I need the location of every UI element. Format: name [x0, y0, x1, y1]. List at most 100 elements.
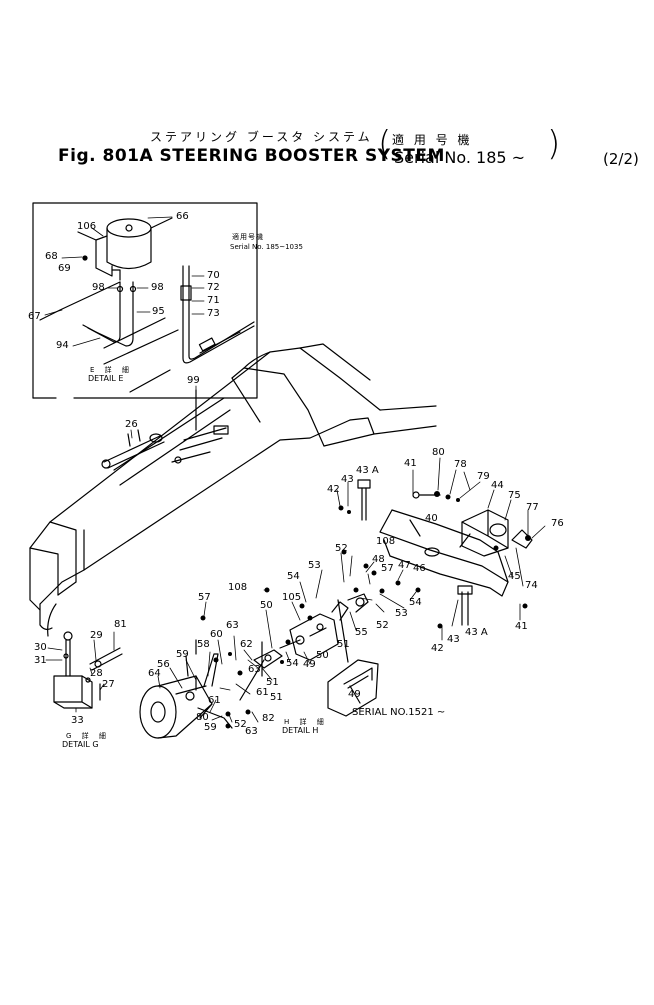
figure-title: Fig. 801A STEERING BOOSTER SYSTEM [58, 146, 445, 166]
part-number: 49 [348, 689, 361, 700]
part-number: 99 [187, 375, 200, 386]
part-number: 48 [372, 554, 385, 565]
detail-g-bracket [53, 631, 123, 709]
part-number: 52 [335, 543, 348, 554]
part-number: 49 [303, 659, 316, 670]
applicable-serial: Serial No. 185 ~ [394, 148, 526, 167]
part-number: 54 [286, 658, 299, 669]
part-number: 79 [477, 471, 490, 482]
part-number: 42 [327, 484, 340, 495]
part-number: 80 [196, 712, 209, 723]
part-number: 63 [245, 726, 258, 737]
part-number: 43 A [465, 627, 488, 638]
part-number: 31 [34, 655, 47, 666]
part-number: 81 [114, 619, 127, 630]
right-bracket: ) [547, 124, 561, 164]
detail-h-serial-box [327, 659, 379, 717]
serial-note-detail-h: SERIAL NO.1521 ~ [352, 707, 446, 718]
leaders-main [45, 385, 546, 723]
part-number: 60 [210, 629, 223, 640]
part-number: 27 [102, 679, 115, 690]
hose-lines [39, 265, 255, 393]
linkage-assembly [239, 593, 369, 701]
part-number: 43 [341, 474, 354, 485]
leaders-detail-e [44, 216, 205, 347]
part-number: 54 [287, 571, 300, 582]
part-number: 51 [270, 692, 283, 703]
part-number: 43 A [356, 465, 379, 476]
detail-g-label: DETAIL G [62, 740, 99, 749]
part-number: 95 [152, 306, 165, 317]
part-number: 51 [337, 639, 350, 650]
left-bracket: ( [378, 124, 392, 164]
part-number: 108 [228, 582, 248, 593]
part-number: 68 [45, 251, 58, 262]
detail-e-label: DETAIL E [88, 374, 124, 383]
part-number: 75 [508, 490, 521, 501]
part-number: 105 [282, 592, 302, 603]
part-number: 40 [425, 513, 438, 524]
part-number: 51 [266, 677, 279, 688]
part-number: 94 [56, 340, 69, 351]
detail-e-note-japanese: 適用号機 [232, 233, 264, 241]
part-number: 62 [240, 639, 253, 650]
part-number: 69 [58, 263, 71, 274]
part-number: 59 [204, 722, 217, 733]
part-number: 61 [256, 687, 269, 698]
part-number: 41 [515, 621, 528, 632]
part-number: 43 [447, 634, 460, 645]
part-number: 78 [454, 459, 467, 470]
part-number: 53 [395, 608, 408, 619]
title-japanese: ステアリング ブースタ システム [150, 130, 373, 144]
part-number: 29 [90, 630, 103, 641]
part-number: 56 [157, 659, 170, 670]
detail-e-note-serial: Serial No. 185~1035 [230, 243, 303, 251]
part-number: 61 [208, 695, 221, 706]
detail-e-japanese: E 詳 細 [90, 366, 133, 374]
detail-h-label: DETAIL H [282, 726, 319, 735]
part-number: 57 [198, 592, 211, 603]
part-number: 76 [551, 518, 564, 529]
hardware-dots [200, 491, 531, 729]
tie-rod [101, 429, 165, 469]
part-number: 73 [207, 308, 220, 319]
applicable-label: 適 用 号 機 [392, 133, 473, 147]
chassis-frame [29, 343, 437, 637]
part-number: 67 [28, 311, 41, 322]
part-number: 71 [207, 295, 220, 306]
part-number: 55 [355, 627, 368, 638]
pipe-99 [171, 389, 229, 464]
part-number: 66 [176, 211, 189, 222]
part-number: 46 [413, 563, 426, 574]
part-number: 70 [207, 270, 220, 281]
part-number: 44 [491, 480, 504, 491]
part-number: 64 [148, 668, 161, 679]
part-number: 53 [308, 560, 321, 571]
part-number: 63 [226, 620, 239, 631]
part-number: 63 [248, 664, 261, 675]
part-number: 50 [260, 600, 273, 611]
part-number: 33 [71, 715, 84, 726]
part-number: 52 [234, 719, 247, 730]
part-number: 42 [431, 643, 444, 654]
part-number: 41 [404, 458, 417, 469]
part-number: 45 [508, 571, 521, 582]
part-number: 52 [376, 620, 389, 631]
part-number: 98 [92, 282, 105, 293]
part-number: 80 [432, 447, 445, 458]
part-number: 77 [526, 502, 539, 513]
part-number: 106 [77, 221, 97, 232]
detail-h-japanese: H 詳 細 [284, 718, 328, 726]
part-number: 54 [409, 597, 422, 608]
part-number: 82 [262, 713, 275, 724]
part-number: 59 [176, 649, 189, 660]
part-number: 57 [381, 563, 394, 574]
detail-e-frame [32, 202, 258, 399]
part-number: 58 [197, 639, 210, 650]
part-number: 108 [376, 536, 396, 547]
part-number: 98 [151, 282, 164, 293]
detail-g-japanese: G 詳 細 [66, 732, 110, 740]
part-number: 72 [207, 282, 220, 293]
part-number: 47 [398, 560, 411, 571]
